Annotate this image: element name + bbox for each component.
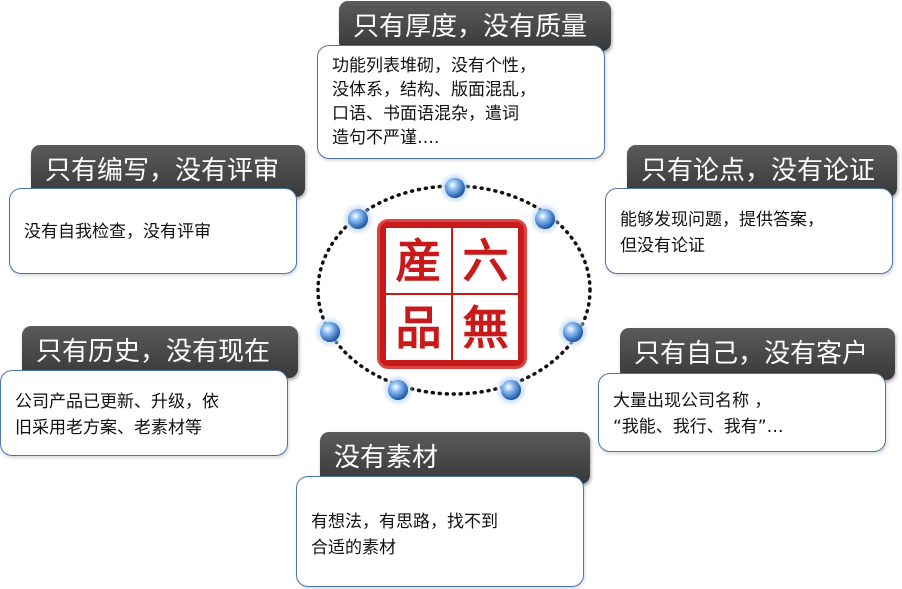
node-description: 能够发现问题，提供答案， 但没有论证 [605,188,893,274]
orb-bottom-left [382,374,414,406]
node-description: 没有自我检查，没有评审 [9,188,297,274]
orb-top [439,172,471,204]
seal-char: 品 [386,295,451,360]
node-description: 功能列表堆砌，没有个性， 没体系，结构、版面混乱， 口语、书面语混杂，遣词 造句… [317,45,605,159]
seal-char: 産 [386,228,451,293]
node-description: 公司产品已更新、升级，依 旧采用老方案、老素材等 [0,370,288,456]
node-description: 大量出现公司名称 ， “我能、我行、我有”… [598,373,886,452]
node-title: 只有自己，没有客户 [620,328,895,380]
orb-top-left [342,203,374,235]
orb-left [314,316,346,348]
center-seal-logo: 産 六 品 無 [380,222,524,366]
seal-char: 無 [453,295,518,360]
node-title: 只有历史，没有现在 [22,326,298,378]
node-description: 有想法，有思路，找不到 合适的素材 [296,476,584,587]
node-title: 只有厚度，没有质量 [339,1,611,51]
orb-right [557,316,589,348]
node-title: 没有素材 [320,432,590,484]
orb-bottom-right [495,374,527,406]
orb-top-right [529,203,561,235]
seal-char: 六 [453,228,518,293]
